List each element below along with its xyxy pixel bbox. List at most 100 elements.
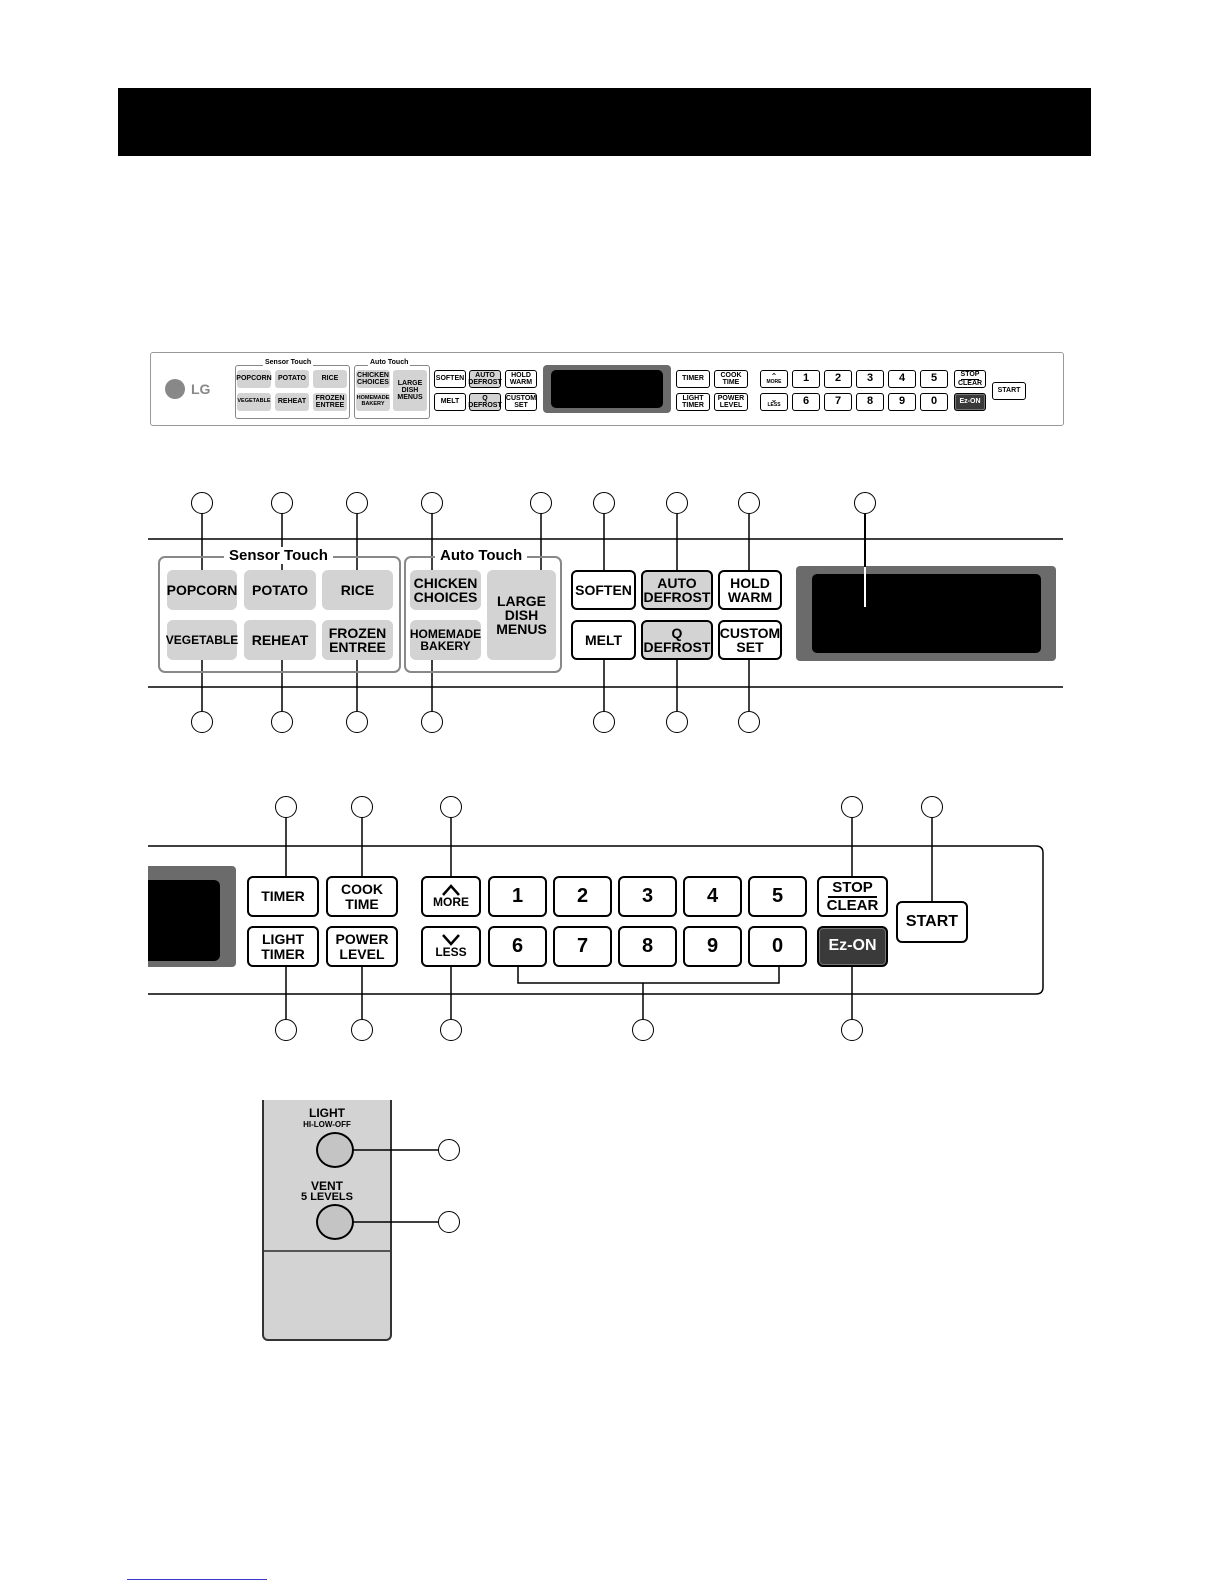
digit-3-button[interactable]: 3 [618,876,677,917]
mini-cook-time-button[interactable]: COOK TIME [714,370,748,388]
callout-marker [271,711,293,733]
vent-control-strip: LIGHT HI-LOW-OFF VENT 5 LEVELS [262,1100,392,1341]
mini-digit-6-button[interactable]: 6 [792,393,820,411]
soften-button[interactable]: SOFTEN [571,570,636,610]
rice-button[interactable]: RICE [322,570,393,610]
callout-marker [666,492,688,514]
callout-marker [738,492,760,514]
mini-less-label: LESS [767,401,781,408]
hold-warm-button[interactable]: HOLD WARM [718,570,782,610]
light-label: LIGHT [309,1106,345,1120]
chicken-choices-button[interactable]: CHICKEN CHOICES [410,570,481,610]
display-screen [812,574,1041,653]
mini-digit-7-button[interactable]: 7 [824,393,852,411]
callout-marker [440,796,462,818]
callout-marker [275,1019,297,1041]
mini-more-button[interactable]: ⌃ MORE [760,370,788,388]
frozen-entree-button[interactable]: FROZEN ENTREE [322,620,393,660]
power-level-button[interactable]: POWER LEVEL [326,926,398,967]
mini-potato-button[interactable]: POTATO [275,370,309,388]
mini-digit-2-button[interactable]: 2 [824,370,852,388]
cook-time-button[interactable]: COOK TIME [326,876,398,917]
mini-digit-0-button[interactable]: 0 [920,393,948,411]
stop-clear-button[interactable]: STOP CLEAR [817,876,888,917]
mini-light-timer-button[interactable]: LIGHT TIMER [676,393,710,411]
mini-melt-button[interactable]: MELT [434,393,466,411]
digit-0-button[interactable]: 0 [748,926,807,967]
digit-7-button[interactable]: 7 [553,926,612,967]
vegetable-button[interactable]: VEGETABLE [166,620,238,660]
mini-hold-warm-button[interactable]: HOLD WARM [505,370,537,388]
callout-marker [351,1019,373,1041]
custom-set-button[interactable]: CUSTOM SET [718,620,782,660]
more-button[interactable]: MORE [421,876,481,917]
digit-5-button[interactable]: 5 [748,876,807,917]
digit-2-button[interactable]: 2 [553,876,612,917]
mini-timer-button[interactable]: TIMER [676,370,710,388]
callout-marker [351,796,373,818]
mini-homemade-bakery-button[interactable]: HOMEMADE BAKERY [356,393,390,411]
mini-display-screen [551,370,663,408]
light-timer-button[interactable]: LIGHT TIMER [247,926,319,967]
reheat-button[interactable]: REHEAT [244,620,316,660]
mini-reheat-button[interactable]: REHEAT [275,393,309,411]
digit-8-button[interactable]: 8 [618,926,677,967]
mini-frozen-entree-button[interactable]: FROZEN ENTREE [313,393,347,411]
vent-button[interactable] [316,1204,354,1240]
mini-ez-on-button[interactable]: Ez-ON [954,393,986,411]
down-chevron-icon [442,934,460,947]
mini-auto-defrost-button[interactable]: AUTO DEFROST [468,370,502,388]
mini-digit-9-button[interactable]: 9 [888,393,916,411]
keypad-display-screen [148,880,220,961]
popcorn-button[interactable]: POPCORN [167,570,237,610]
mini-soften-button[interactable]: SOFTEN [434,370,466,388]
callout-marker [421,492,443,514]
mini-digit-4-button[interactable]: 4 [888,370,916,388]
mini-rice-button[interactable]: RICE [313,370,347,388]
mini-digit-1-button[interactable]: 1 [792,370,820,388]
callout-marker [271,492,293,514]
lg-logo-icon [165,379,185,399]
auto-touch-title: Auto Touch [435,547,528,564]
mini-power-level-button[interactable]: POWER LEVEL [714,393,748,411]
potato-button[interactable]: POTATO [244,570,316,610]
mini-digit-3-button[interactable]: 3 [856,370,884,388]
clear-label: CLEAR [826,896,879,914]
callout-marker [632,1019,654,1041]
mini-chicken-choices-button[interactable]: CHICKEN CHOICES [356,370,390,388]
mini-stop-clear-button[interactable]: STOP CLEAR [954,370,986,388]
ez-on-button[interactable]: Ez-ON [817,926,888,967]
callout-marker [593,492,615,514]
mini-down-chevron-icon: ⌄ [770,394,778,404]
mini-less-button[interactable]: ⌄ LESS [760,393,788,411]
callout-marker [346,711,368,733]
q-defrost-button[interactable]: Q DEFROST [641,620,713,660]
timer-button[interactable]: TIMER [247,876,319,917]
mini-digit-8-button[interactable]: 8 [856,393,884,411]
header-bar [118,88,1091,156]
digit-4-button[interactable]: 4 [683,876,742,917]
mini-start-button[interactable]: START [992,382,1026,400]
auto-defrost-button[interactable]: AUTO DEFROST [641,570,713,610]
digit-9-button[interactable]: 9 [683,926,742,967]
digit-6-button[interactable]: 6 [488,926,547,967]
less-button[interactable]: LESS [421,926,481,967]
callout-marker [666,711,688,733]
callout-marker [841,1019,863,1041]
mini-custom-set-button[interactable]: CUSTOM SET [505,393,537,411]
mini-popcorn-button[interactable]: POPCORN [236,370,272,388]
melt-button[interactable]: MELT [571,620,636,660]
homemade-bakery-button[interactable]: HOMEMADE BAKERY [410,620,481,660]
large-dish-menus-button[interactable]: LARGE DISH MENUS [487,570,556,660]
digit-1-button[interactable]: 1 [488,876,547,917]
mini-q-defrost-button[interactable]: Q DEFROST [468,393,502,411]
callout-marker [191,711,213,733]
mini-up-chevron-icon: ⌃ [770,371,778,381]
vent-sub-label: 5 LEVELS [301,1191,353,1203]
mini-vegetable-button[interactable]: VEGETABLE [237,393,271,411]
stop-label: STOP [828,880,877,898]
start-button[interactable]: START [896,901,968,943]
mini-more-label: MORE [766,378,782,385]
mini-large-dish-menus-button[interactable]: LARGE DISH MENUS [393,370,427,411]
mini-digit-5-button[interactable]: 5 [920,370,948,388]
